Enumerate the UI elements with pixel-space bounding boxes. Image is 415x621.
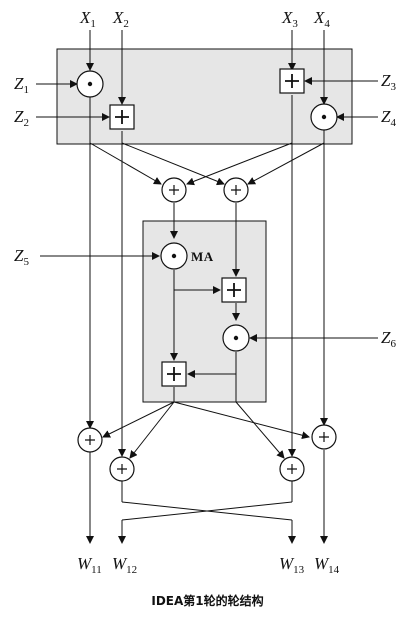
key-z6-label: Z6 (381, 328, 396, 350)
input-x1-label: X1 (79, 8, 96, 30)
add-box-node-2 (109, 104, 135, 130)
output-w13-label: W13 (279, 554, 305, 576)
ma-mult-node-z6 (222, 324, 250, 352)
xor-node-bottom-4 (311, 424, 337, 450)
xor-node-left (161, 177, 187, 203)
input-x2-label: X2 (112, 8, 129, 30)
xor-node-right (223, 177, 249, 203)
key-z2-label: Z2 (14, 107, 29, 129)
top-key-box (56, 48, 353, 145)
input-x3-label: X3 (281, 8, 298, 30)
output-w12-label: W12 (112, 554, 137, 576)
output-w11-label: W11 (77, 554, 102, 576)
ma-add-box-node-2 (161, 361, 187, 387)
xor-node-bottom-3 (279, 456, 305, 482)
output-w14-label: W14 (314, 554, 340, 576)
figure-caption: IDEA第1轮的轮结构 (151, 594, 264, 608)
mult-node-4 (310, 103, 338, 131)
key-z1-label: Z1 (14, 74, 29, 96)
input-x4-label: X4 (313, 8, 330, 30)
xor-node-bottom-1 (77, 427, 103, 453)
ma-add-box-node-1 (221, 277, 247, 303)
key-z5-label: Z5 (14, 246, 29, 268)
xor-node-bottom-2 (109, 456, 135, 482)
ma-label: MA (191, 249, 214, 264)
key-z4-label: Z4 (381, 107, 396, 129)
key-z3-label: Z3 (381, 71, 396, 93)
add-box-node-3 (279, 68, 305, 94)
ma-mult-node-z5 (160, 242, 188, 270)
mult-node-1 (76, 70, 104, 98)
